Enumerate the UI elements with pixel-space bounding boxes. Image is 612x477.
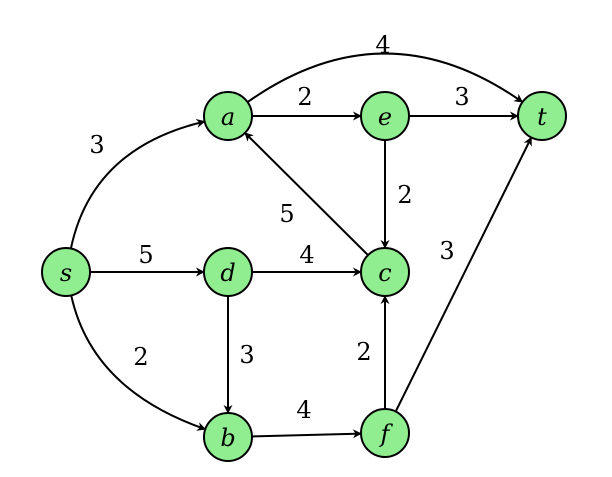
- nodes-layer: s a d b e c f t: [41, 91, 567, 462]
- node-a-label: a: [221, 103, 235, 131]
- node-s-circle: [41, 247, 91, 297]
- node-s-label: s: [60, 259, 72, 287]
- edge-s-b: [70, 295, 207, 431]
- node-a-circle: [203, 91, 253, 141]
- edge-weight-d-b: 3: [239, 341, 254, 369]
- edge-b-f: [251, 429, 362, 439]
- node-b-circle: [203, 412, 253, 462]
- node-b: b: [203, 412, 253, 462]
- node-c-label: c: [378, 259, 391, 287]
- node-f-circle: [360, 408, 410, 458]
- node-d-label: d: [220, 259, 235, 287]
- node-t-label: t: [537, 103, 547, 131]
- edge-weight-f-t: 3: [439, 237, 454, 265]
- edge-weight-c-a: 5: [279, 200, 294, 228]
- node-e: e: [360, 91, 410, 141]
- edge-weight-b-f: 4: [296, 396, 311, 424]
- edge-weight-a-t: 4: [375, 31, 390, 59]
- edge-weight-d-c: 4: [299, 241, 314, 269]
- edge-weight-s-b: 2: [133, 343, 148, 371]
- node-f: f: [360, 408, 410, 458]
- node-c-circle: [360, 247, 410, 297]
- node-b-label: b: [220, 424, 235, 452]
- node-e-label: e: [378, 103, 392, 131]
- node-d: d: [203, 247, 253, 297]
- node-t: t: [517, 91, 567, 141]
- edge-a-t: [247, 52, 524, 103]
- edge-weight-s-a: 3: [89, 131, 104, 159]
- edge-weight-s-d: 5: [138, 241, 153, 269]
- edge-f-t: [394, 136, 533, 412]
- edge-weight-f-c: 2: [356, 338, 371, 366]
- edge-weight-e-t: 3: [454, 83, 469, 111]
- node-s: s: [41, 247, 91, 297]
- node-a: a: [203, 91, 253, 141]
- node-c: c: [360, 247, 410, 297]
- node-e-circle: [360, 91, 410, 141]
- edge-s-a: [69, 118, 206, 249]
- edge-c-a: [244, 132, 369, 256]
- edge-weight-e-c: 2: [397, 181, 412, 209]
- node-d-circle: [203, 247, 253, 297]
- node-t-circle: [517, 91, 567, 141]
- edge-weight-a-e: 2: [297, 83, 312, 111]
